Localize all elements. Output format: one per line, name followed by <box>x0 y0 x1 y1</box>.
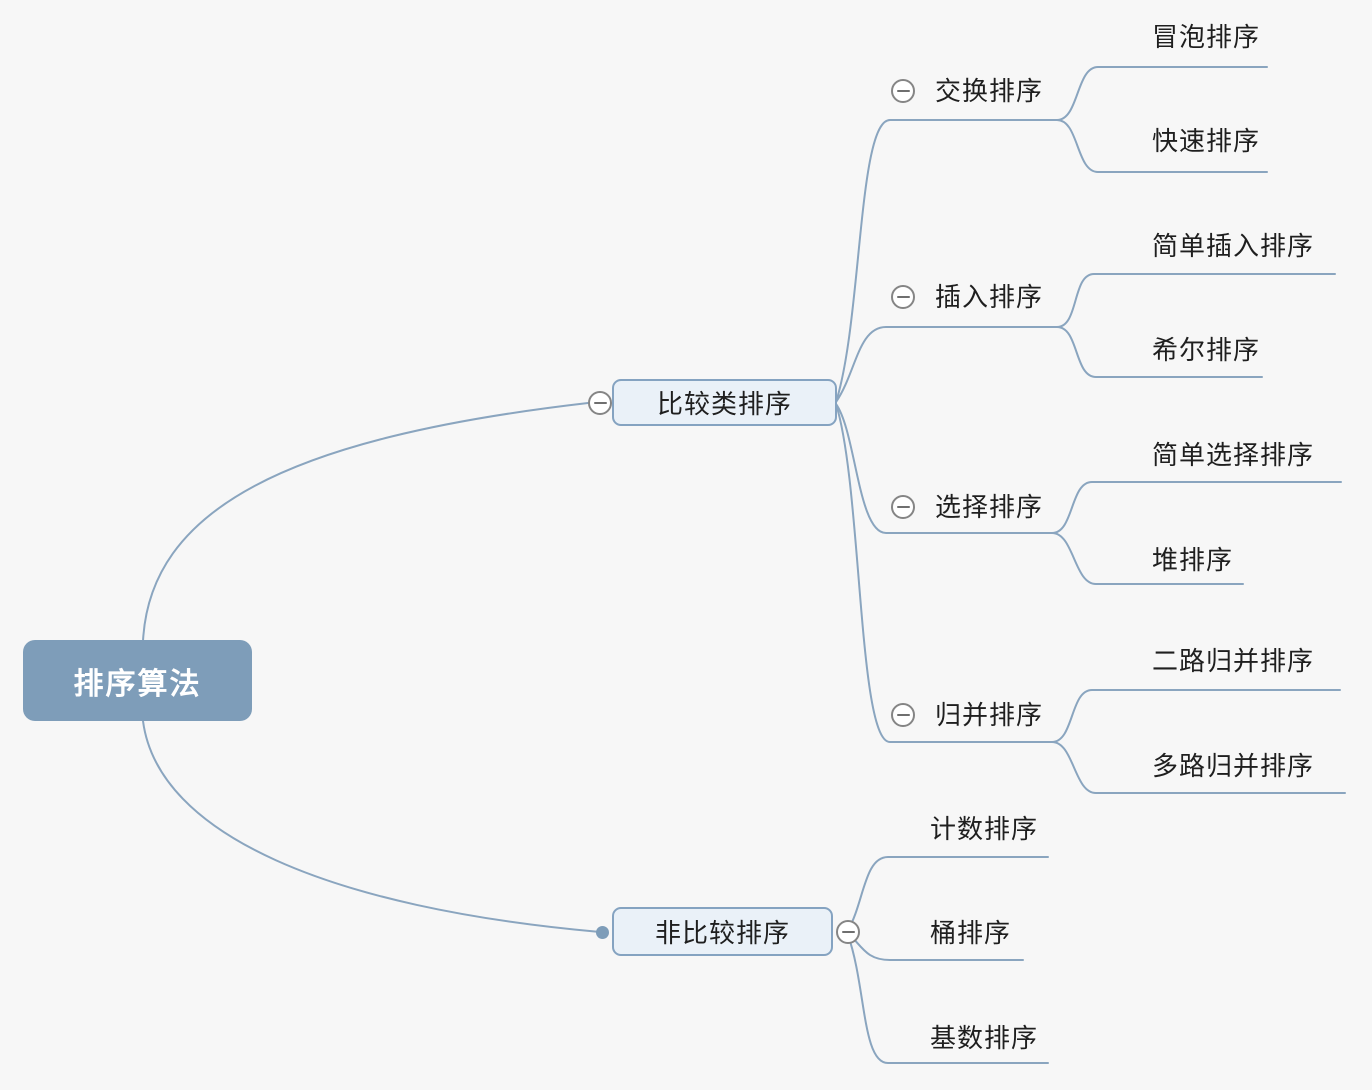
collapse-minus-icon[interactable] <box>891 495 915 519</box>
topic-merge-sort[interactable]: 归并排序 <box>935 700 1044 730</box>
minus-glyph-icon <box>896 90 910 92</box>
connector-counting-sort <box>847 856 1049 931</box>
connector-shell-sort <box>1056 326 1263 378</box>
topic-insertion-sort[interactable]: 插入排序 <box>935 282 1044 312</box>
connector-heap-sort <box>1051 532 1244 585</box>
minus-glyph-icon <box>896 296 910 298</box>
topic-selection-sort[interactable]: 选择排序 <box>935 492 1044 522</box>
topic-comparison-sort[interactable]: 比较类排序 <box>612 379 837 426</box>
topic-bubble-sort[interactable]: 冒泡排序 <box>1152 22 1261 52</box>
topic-non-comparison-sort[interactable]: 非比较排序 <box>612 907 833 956</box>
topic-sorting-algorithms[interactable]: 排序算法 <box>23 640 252 721</box>
topic-exchange-sort[interactable]: 交换排序 <box>935 76 1044 106</box>
minus-glyph-icon <box>841 931 855 933</box>
topic-counting-sort[interactable]: 计数排序 <box>930 814 1039 844</box>
minus-glyph-icon <box>593 402 607 404</box>
connector-selection-sort <box>835 403 1053 534</box>
connector-insertion-sort <box>835 326 1058 403</box>
collapse-minus-icon[interactable] <box>891 703 915 727</box>
connector-exchange-sort <box>835 119 1058 403</box>
connector-quick-sort <box>1056 119 1268 173</box>
topic-simple-insertion-sort[interactable]: 简单插入排序 <box>1152 231 1315 261</box>
connector-bubble-sort <box>1056 66 1268 121</box>
topic-shell-sort[interactable]: 希尔排序 <box>1152 335 1261 365</box>
connector-root-non-comparison <box>142 720 601 933</box>
connector-simple-insertion-sort <box>1056 273 1336 328</box>
topic-multi-way-merge-sort[interactable]: 多路归并排序 <box>1152 751 1315 781</box>
minus-glyph-icon <box>896 714 910 716</box>
minus-glyph-icon <box>896 506 910 508</box>
connection-dot-icon <box>596 926 609 939</box>
topic-heap-sort[interactable]: 堆排序 <box>1152 545 1234 575</box>
topic-two-way-merge-sort[interactable]: 二路归并排序 <box>1152 646 1315 676</box>
topic-bucket-sort[interactable]: 桶排序 <box>930 918 1012 948</box>
connector-merge-sort <box>835 403 1053 743</box>
connector-simple-selection-sort <box>1051 481 1342 534</box>
connector-two-way-merge-sort <box>1051 689 1341 743</box>
collapse-minus-icon[interactable] <box>588 391 612 415</box>
topic-simple-selection-sort[interactable]: 简单选择排序 <box>1152 440 1315 470</box>
topic-radix-sort[interactable]: 基数排序 <box>930 1023 1039 1053</box>
connector-radix-sort <box>847 934 1049 1064</box>
collapse-minus-icon[interactable] <box>891 79 915 103</box>
connector-multi-way-merge-sort <box>1051 741 1346 794</box>
connector-root-comparison <box>142 402 589 642</box>
collapse-minus-icon[interactable] <box>836 920 860 944</box>
topic-quick-sort[interactable]: 快速排序 <box>1152 126 1261 156</box>
collapse-minus-icon[interactable] <box>891 285 915 309</box>
